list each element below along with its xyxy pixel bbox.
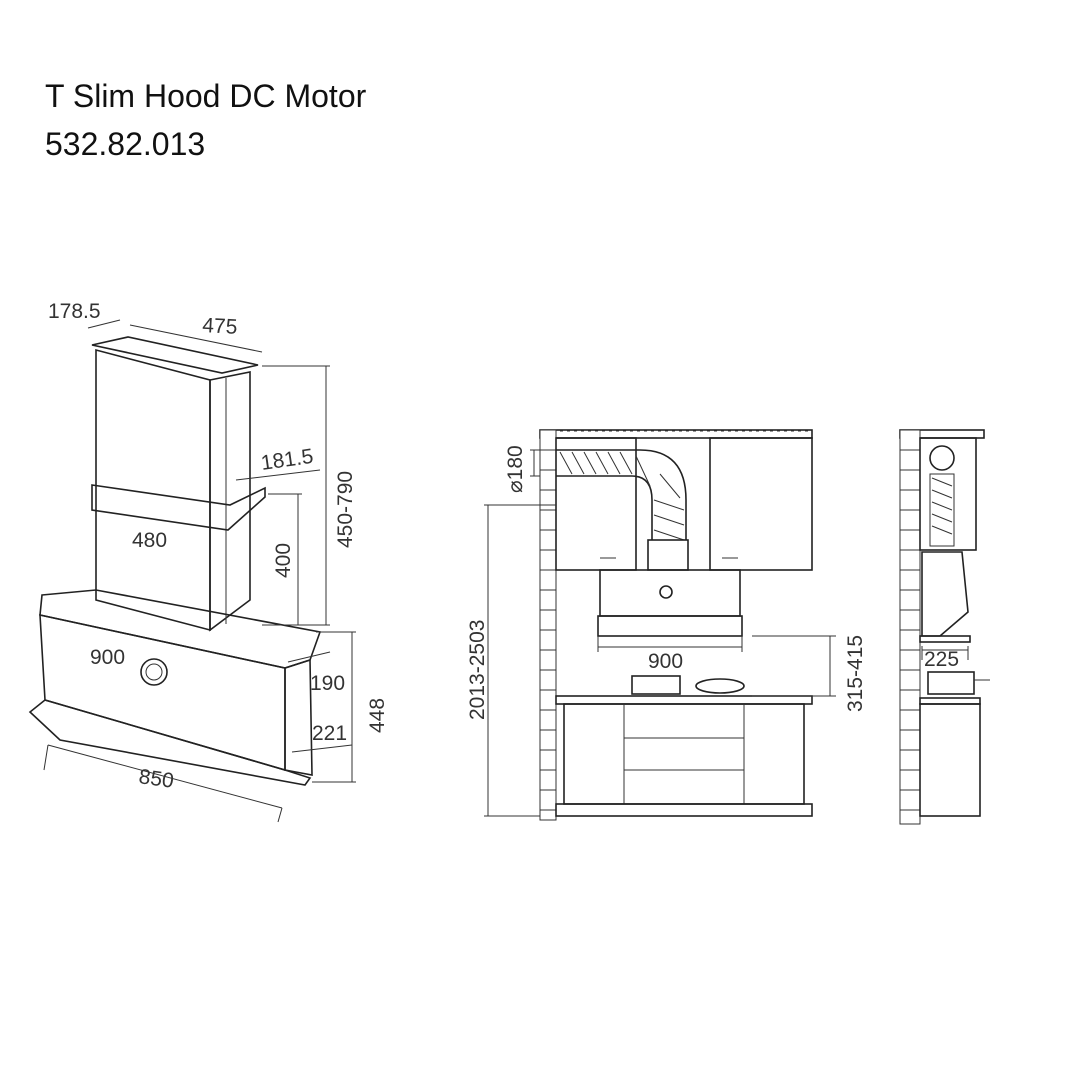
dim-install-width: 900: [648, 650, 683, 673]
hood-perspective-view: 178.5 475 181.5 480 400 450-790 900 190 …: [28, 300, 389, 823]
product-code: 532.82.013: [45, 126, 206, 162]
dim-install-height-range: 2013-2503: [466, 620, 489, 720]
installation-front-view: ⌀180 2013-2503 900 315-415: [466, 429, 867, 821]
dim-chimney-lower-height: 400: [272, 543, 295, 578]
dim-hood-base-depth: 221: [312, 722, 347, 745]
installation-side-view: 225: [899, 429, 990, 825]
dim-hood-depth: 190: [310, 672, 345, 695]
dim-hood-width: 900: [90, 646, 125, 669]
dim-chimney-range: 450-790: [334, 471, 357, 548]
dim-hob-distance: 315-415: [844, 635, 867, 712]
dim-chimney-depth: 178.5: [48, 300, 101, 323]
dim-chimney-inner-depth: 181.5: [259, 445, 314, 475]
dim-hood-height: 448: [366, 698, 389, 733]
product-title: T Slim Hood DC Motor: [45, 78, 367, 114]
dim-side-depth: 225: [924, 648, 959, 671]
dim-hood-bottom-width: 850: [137, 765, 175, 793]
dim-duct-diameter: ⌀180: [504, 445, 527, 493]
dim-chimney-width-top: 475: [202, 314, 238, 339]
dim-chimney-width-lower: 480: [132, 529, 167, 552]
